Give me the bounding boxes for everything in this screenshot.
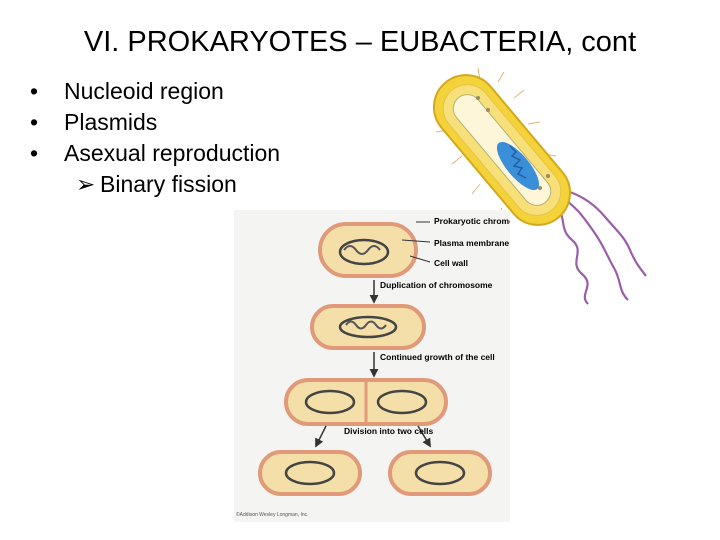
binary-fission-diagram: Prokaryotic chromosome Plasma membrane C… xyxy=(234,210,510,522)
bullet-list: • Nucleoid region • Plasmids • Asexual r… xyxy=(30,80,300,196)
bullet-text: Plasmids xyxy=(64,109,157,135)
bullet-dot: • xyxy=(30,111,38,134)
label-growth: Continued growth of the cell xyxy=(380,352,495,362)
stage-4-cells xyxy=(260,452,490,494)
bullet-dot: • xyxy=(30,142,38,165)
stage-2-cell xyxy=(312,306,424,348)
stage-3-cell xyxy=(286,380,446,424)
sub-bullet-item: ➢ Binary fission xyxy=(76,173,300,196)
arrow-bullet-icon: ➢ xyxy=(76,173,95,196)
label-membrane: Plasma membrane xyxy=(434,238,509,248)
stage-1-cell xyxy=(320,224,416,276)
label-division: Division into two cells xyxy=(344,426,434,436)
bullet-dot: • xyxy=(30,80,38,103)
slide-title: VI. PROKARYOTES – EUBACTERIA, cont xyxy=(0,26,720,59)
bullet-item: • Nucleoid region xyxy=(30,80,294,103)
sub-bullet-text: Binary fission xyxy=(100,171,237,197)
stage-arrow xyxy=(316,426,326,446)
bullet-text: Nucleoid region xyxy=(64,78,224,104)
bullet-item: • Asexual reproduction xyxy=(30,142,294,165)
label-chromosome: Prokaryotic chromosome xyxy=(434,216,510,226)
figure-credit: ©Addison Wesley Longman, Inc. xyxy=(236,511,309,518)
bullet-item: • Plasmids xyxy=(30,111,294,134)
label-duplication: Duplication of chromosome xyxy=(380,280,493,290)
bullet-text: Asexual reproduction xyxy=(64,140,280,166)
label-cell-wall: Cell wall xyxy=(434,258,468,268)
